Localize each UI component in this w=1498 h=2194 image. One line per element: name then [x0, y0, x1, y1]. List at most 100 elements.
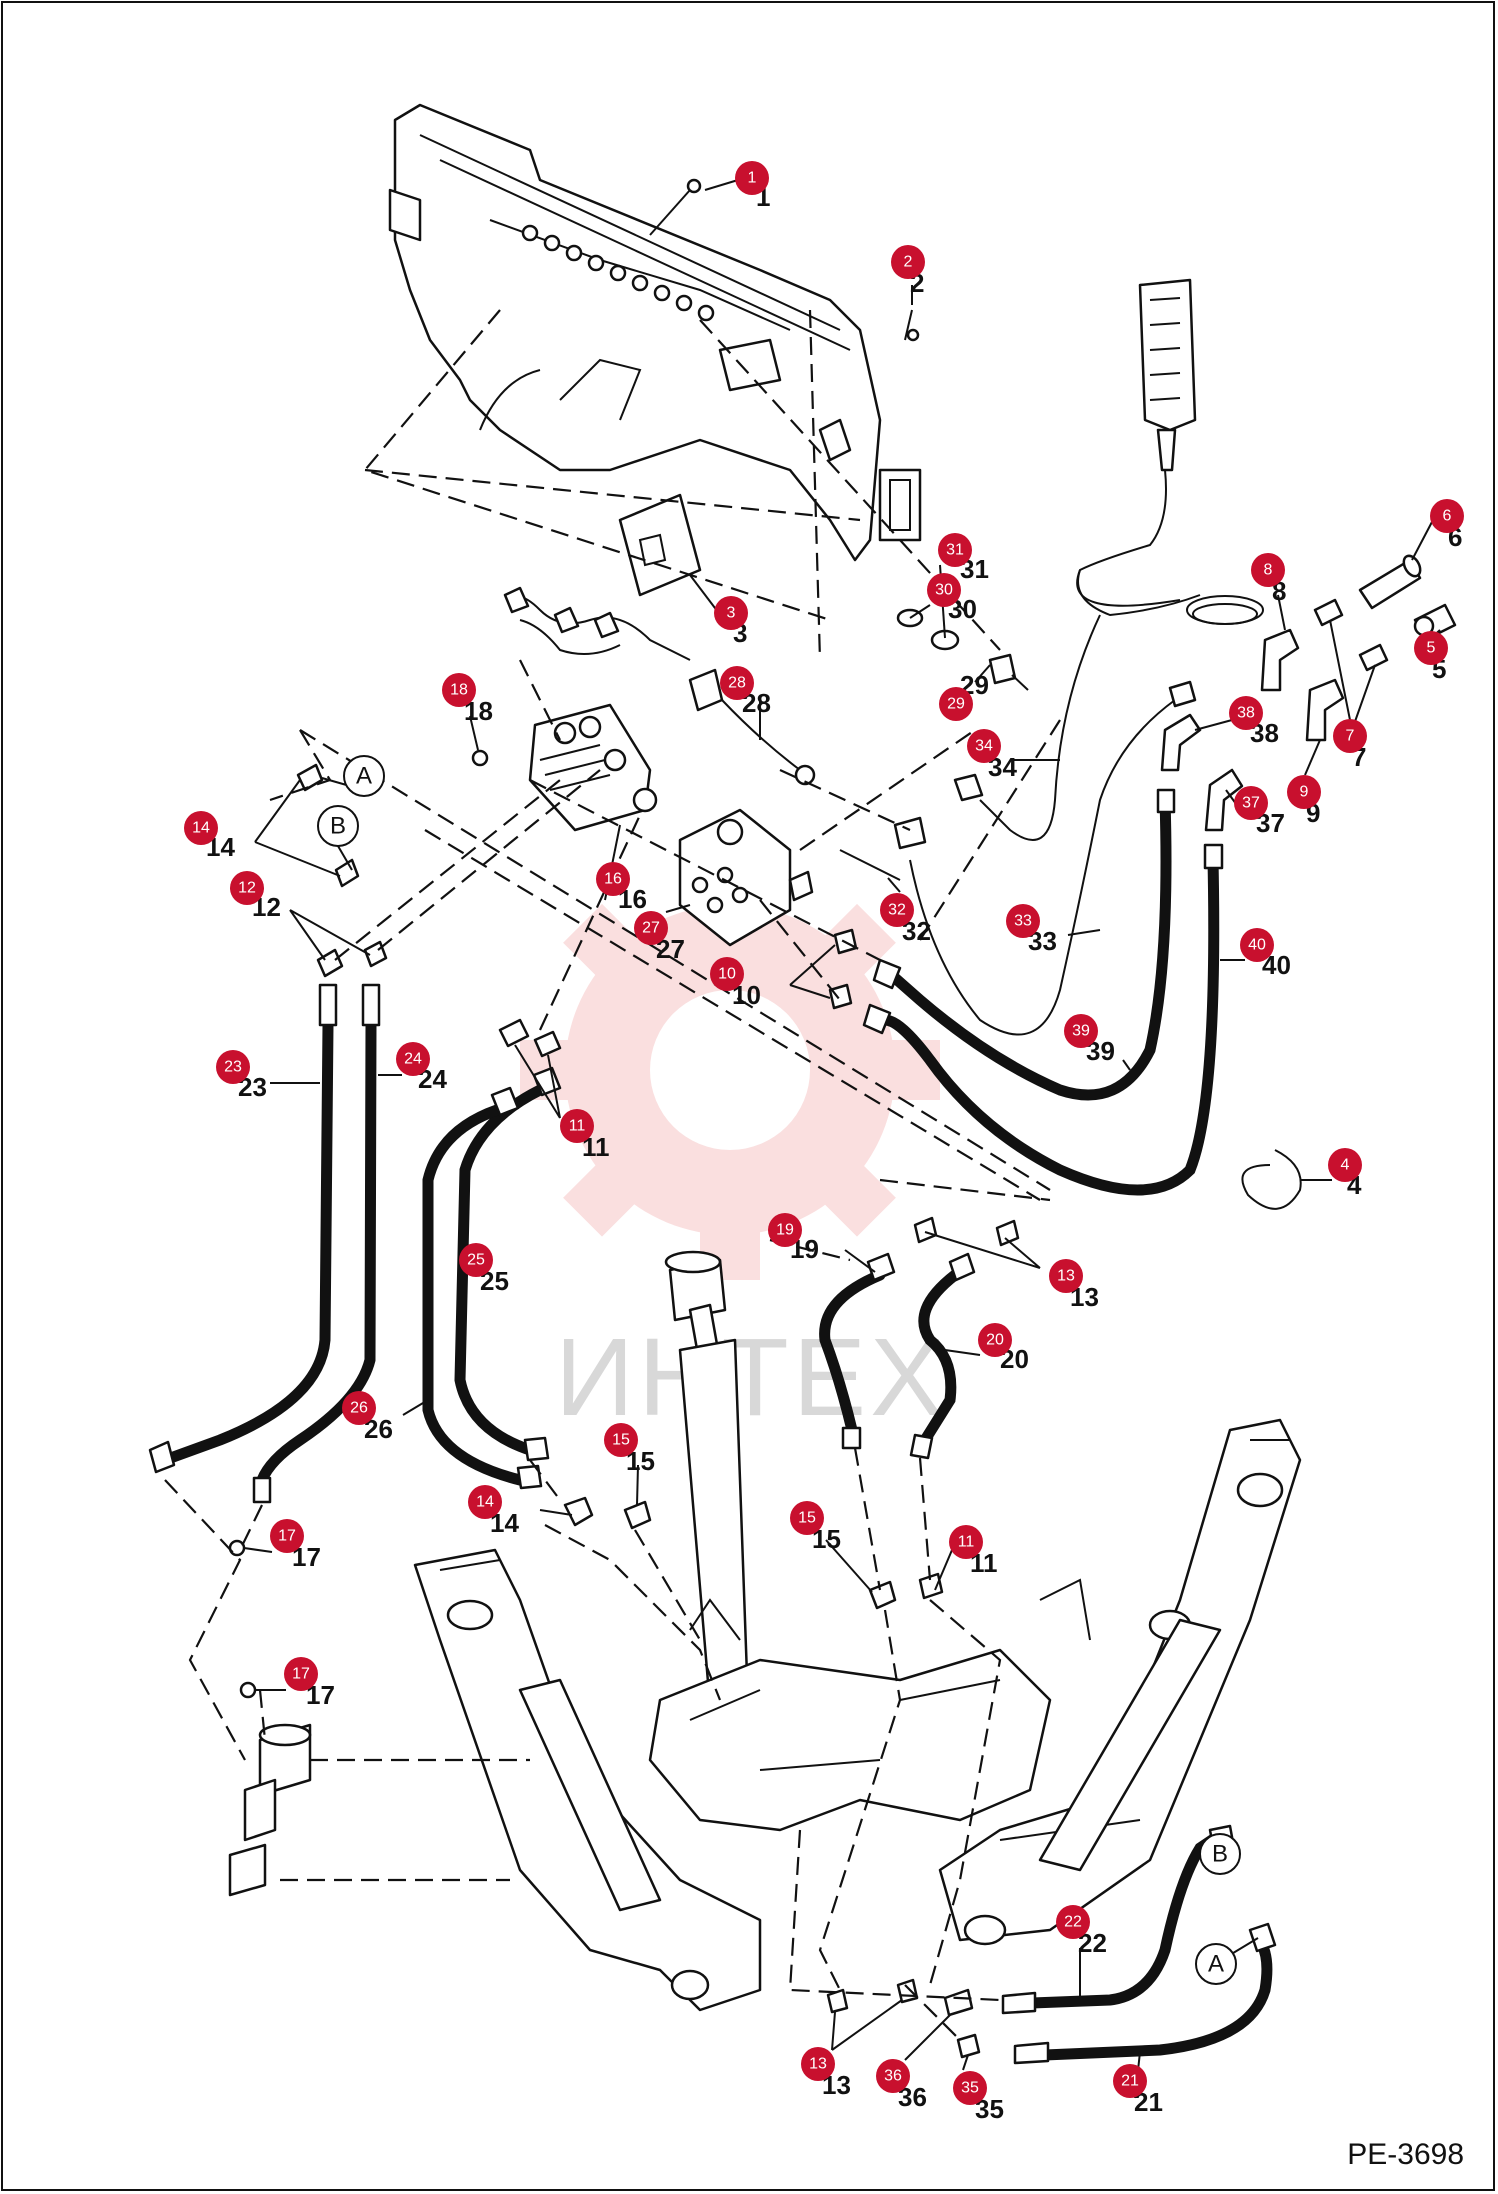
hose-part-21 [1013, 1922, 1277, 2065]
callout-badge-number: 10 [718, 966, 736, 983]
elbow-part-15-right [868, 1580, 897, 1610]
callout-badge [184, 811, 218, 845]
tilt-cylinder-small [228, 1723, 312, 1897]
callout-badge-number: 25 [467, 1252, 485, 1269]
connector-part-28 [688, 668, 816, 786]
fitting-part-17-lower [239, 1681, 257, 1699]
callout-badge [953, 2071, 987, 2105]
callout-badge [949, 1525, 983, 1559]
wiring-harness [503, 586, 691, 661]
callout-badge [967, 729, 1001, 763]
callout-badge [270, 1519, 304, 1553]
port-letter: A [1208, 1951, 1224, 1978]
elbow-part-15-left [623, 1500, 652, 1530]
callout-badge [604, 1423, 638, 1457]
callout-badge-number: 11 [958, 1534, 975, 1551]
callout-badge [876, 2059, 910, 2093]
callout-badge-number: 27 [642, 920, 660, 937]
port-label-b: B [317, 805, 359, 847]
fitting-part-36 [943, 1988, 974, 2017]
callout-badge [634, 911, 668, 945]
fitting-part-35 [956, 2033, 981, 2059]
callout-c7: 77 [1333, 719, 1367, 772]
callout-badge [927, 573, 961, 607]
elbow-part-14-lower [563, 1496, 594, 1527]
callout-badge [714, 596, 748, 630]
callout-badge-number: 13 [1057, 1268, 1075, 1285]
callout-badge [1333, 719, 1367, 753]
carriage-center [648, 1578, 1091, 1832]
callout-badge-number: 3 [727, 605, 736, 622]
callout-badge-number: 15 [612, 1432, 630, 1449]
callout-badge-number: 17 [292, 1666, 310, 1683]
boom-arm-right [938, 1418, 1302, 1946]
callout-badge-number: 38 [1237, 705, 1255, 722]
callout-badge-number: 36 [884, 2068, 902, 2085]
callout-badge [230, 871, 264, 905]
callout-badge [1049, 1259, 1083, 1293]
callout-badge [1056, 1905, 1090, 1939]
port-label-a: A [343, 755, 385, 797]
callout-badge-number: 21 [1121, 2073, 1139, 2090]
callout-badge [468, 1485, 502, 1519]
callout-badge-number: 30 [935, 582, 953, 599]
callout-badge-number: 12 [238, 880, 256, 897]
control-handle-part-34 [953, 278, 1264, 841]
callout-badge-number: 9 [1300, 784, 1309, 801]
callout-badge-number: 34 [975, 738, 993, 755]
elbow-part-9 [1305, 678, 1345, 742]
callout-c8: 88 [1251, 553, 1286, 606]
callout-badge-number: 40 [1248, 937, 1266, 954]
callout-badge [790, 1501, 824, 1535]
callout-badge-number: 4 [1341, 1157, 1350, 1174]
bolt-part-2 [904, 309, 920, 342]
cable-part-33 [893, 680, 1197, 1036]
callout-badge [396, 1042, 430, 1076]
callout-badge [442, 673, 476, 707]
callout-badge [596, 862, 630, 896]
callout-badge-number: 8 [1264, 562, 1273, 579]
adapter-part-7 [1313, 598, 1389, 672]
valve-block-part-27 [678, 808, 814, 947]
callout-badge-number: 19 [776, 1222, 794, 1239]
callout-badge [880, 893, 914, 927]
callout-badge-number: 23 [224, 1059, 242, 1076]
callout-badge [1006, 904, 1040, 938]
callout-badge-number: 5 [1427, 640, 1436, 657]
watermark-text: ИНТЕХ [555, 1316, 947, 1439]
mounting-frame [388, 103, 922, 562]
elbow-part-8 [1260, 628, 1300, 692]
callout-badge [216, 1050, 250, 1084]
elbows-part-14-upper [296, 763, 360, 888]
callout-c2: 22 [891, 245, 925, 298]
hose-part-20 [909, 1252, 976, 1460]
callout-badge-number: 22 [1064, 1914, 1082, 1931]
callout-badge-number: 28 [728, 675, 746, 692]
callout-badge [720, 666, 754, 700]
callout-c3: 33 [714, 596, 748, 648]
callout-badge-number: 17 [278, 1528, 296, 1545]
callout-badge-number: 7 [1346, 728, 1355, 745]
callout-badge-number: 6 [1443, 508, 1452, 525]
port-circle [317, 805, 359, 847]
callout-badge-number: 11 [569, 1118, 586, 1135]
